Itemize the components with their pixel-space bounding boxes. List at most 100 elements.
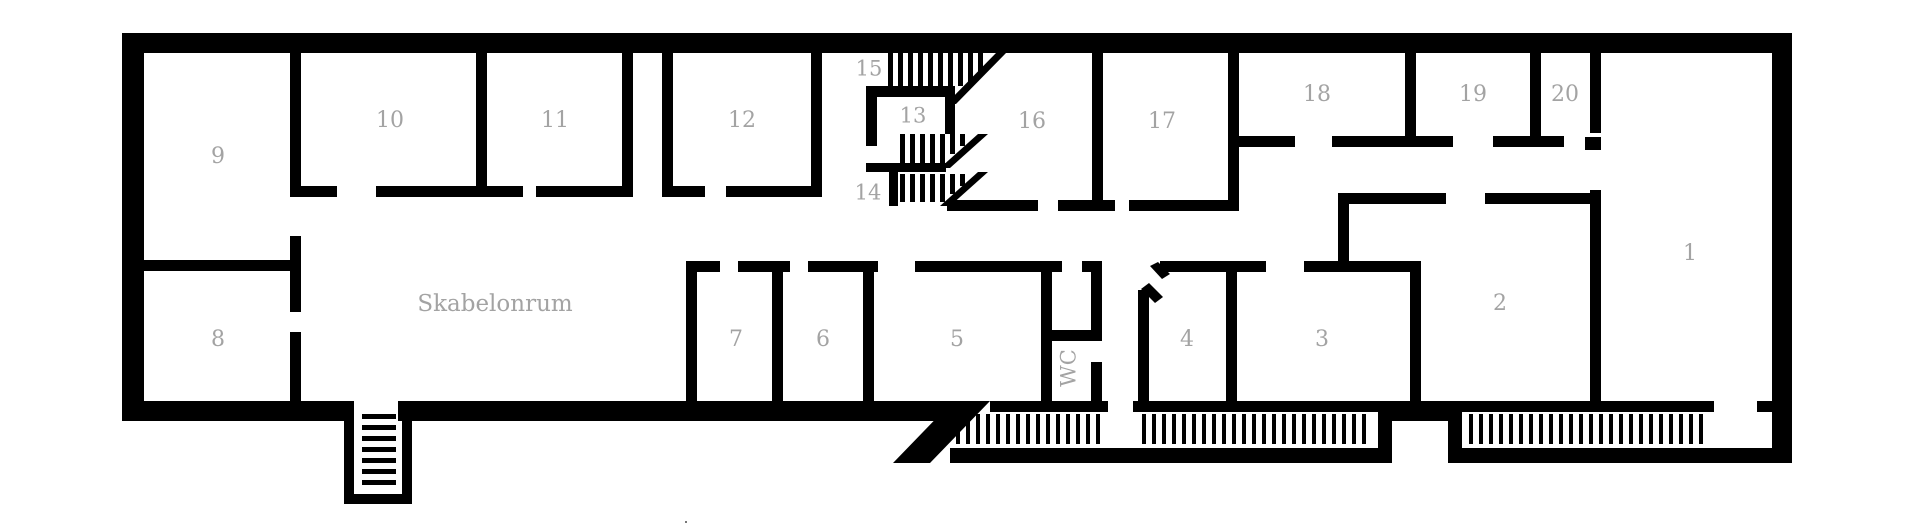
room-label-3: 3 [1315,327,1329,352]
tread-bl-3 [362,436,396,441]
room-label-17: 17 [1148,109,1176,134]
wall-h-19-20 [1493,136,1564,147]
wall-v-6-5 [863,261,874,401]
wall-v-2-left-top [1338,193,1349,263]
wall-h-5 [915,261,1062,272]
room-label-7: 7 [729,327,743,352]
stair-bottom-c-treads [1469,414,1703,444]
wall-v-20-stub [1585,137,1601,150]
stair-core-wall-left-bottom [866,163,946,172]
wall-h-9-8 [144,260,300,271]
room-labels: 1 2 3 4 5 6 7 8 9 10 11 12 13 14 15 16 1… [211,57,1697,387]
annex-wall-top-seg3 [1757,401,1777,412]
stair-box-left [344,401,354,504]
wall-v-19-20 [1530,53,1541,147]
room-label-10: 10 [376,108,404,133]
outer-wall-bottom-mid [398,401,953,421]
stair-core-wall-14-left [889,172,898,206]
stair-core-wall-top [866,86,946,97]
stair-15-treads [888,53,983,86]
outer-wall-left [122,33,144,421]
wall-v-10-11 [476,53,487,195]
wall-v-wc-right-top [1091,261,1102,341]
stair-13-treads [900,134,965,163]
wall-v-wc-right-bottom [1091,362,1102,401]
annex-wall-bottom-a [950,448,1392,463]
stair-core-wall-13-right [945,86,955,134]
tread-bl-5 [362,458,396,463]
stair-box-right [402,401,412,504]
wall-v-3-2 [1410,261,1421,401]
annex-wall-top-seg2 [1462,401,1714,412]
wall-h-2-a [1338,193,1446,204]
stair-box-bottom [344,494,412,504]
wall-h-16-a [947,200,1038,211]
wall-h-7-b [738,261,790,272]
room-label-11: 11 [541,108,569,133]
room-label-13: 13 [900,104,927,128]
wall-h-10-b [376,186,523,197]
wall-h-12-b [726,186,822,197]
stair-14-treads [900,174,965,202]
room-label-18: 18 [1303,82,1331,107]
wall-h-3 [1304,261,1421,272]
room-label-12: 12 [728,108,756,133]
wall-v-18-19 [1405,53,1416,147]
stair-core-diag-14 [940,172,988,206]
tread-bl-1 [362,414,396,419]
room-label-2: 2 [1493,291,1507,316]
wall-v-7-left [686,261,697,401]
room-label-1: 1 [1683,241,1697,266]
stair-core-diag-13 [940,134,988,168]
stair-core-wall-left-top [866,86,877,146]
room-label-19: 19 [1459,82,1487,107]
annex-ramp-wall [893,401,990,463]
outer-wall-top [122,33,1792,53]
wall-h-10-a [290,186,337,197]
outer-wall-right [1772,33,1792,463]
room-label-skabelonrum: Skabelonrum [417,291,573,317]
outer-wall-bottom-left [122,401,344,421]
wall-h-6 [808,261,878,272]
wall-h-11 [536,186,633,197]
wall-h-18-a [1239,136,1295,147]
tread-bl-6 [362,469,396,474]
room-label-20: 20 [1551,82,1579,107]
stair-bottom-a-treads [956,414,1100,444]
wall-h-18-b [1332,136,1453,147]
speck-mark [685,521,687,523]
room-label-4: 4 [1180,327,1194,352]
door-leaf-4-top [1150,262,1170,279]
wall-v-7-6 [772,261,783,401]
wall-v-4-3 [1226,261,1237,401]
wall-h-7-a [686,261,720,272]
wall-h-16-b [1058,200,1115,211]
walls [122,33,1792,504]
stair-core-diag-15 [946,53,1006,104]
wall-h-wc-mid [1041,330,1102,341]
wall-v-17-18 [1228,53,1239,210]
wall-v-11-end [622,53,633,195]
room-label-5: 5 [950,327,964,352]
stair-treads [362,53,1703,485]
wall-v-12-left [662,53,673,195]
outer-wall-bottom-right [1390,401,1450,421]
wall-h-12-a [662,186,705,197]
room-label-wc: WC [1057,349,1081,387]
annex-wall-right-a [1378,401,1392,463]
door-leaf-4 [1141,283,1163,303]
wall-h-2-b [1485,193,1601,204]
room-label-8: 8 [211,327,225,352]
room-label-6: 6 [816,327,830,352]
wall-v-9-10 [290,53,301,195]
annex-wall-top-seg1 [1133,401,1378,412]
wall-h-4 [1160,261,1266,272]
wall-v-12-right [811,53,822,195]
annex-wall-top-seg0 [990,401,1108,412]
room-label-14: 14 [855,181,882,205]
stair-bottom-b-treads [1142,414,1366,444]
room-label-16: 16 [1018,109,1046,134]
tread-bl-4 [362,447,396,452]
wall-v-1-2 [1590,190,1601,401]
tread-bl-7 [362,480,396,485]
